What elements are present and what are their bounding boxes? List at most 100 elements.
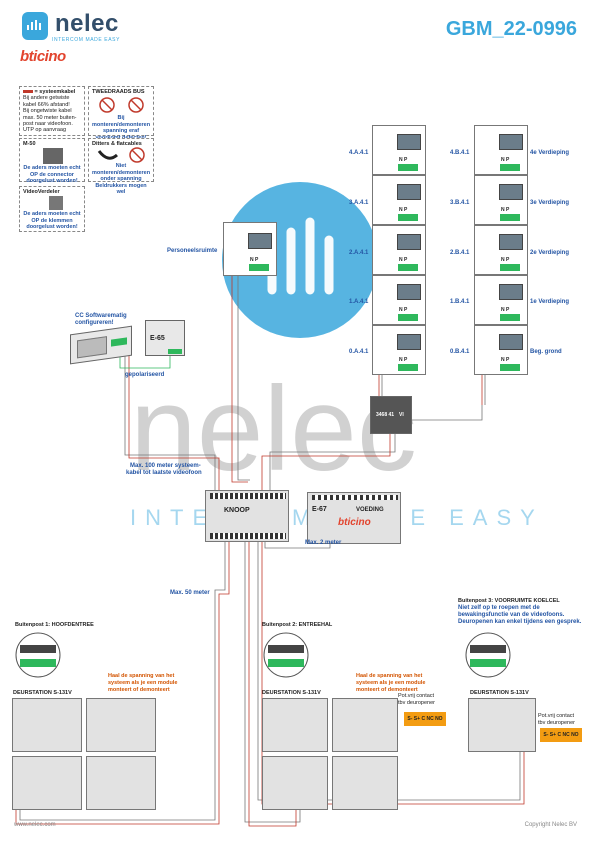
videophone-unit: N P	[372, 175, 426, 225]
door-station-module	[262, 698, 328, 752]
station-label: DEURSTATION S-131V	[470, 690, 529, 696]
floor-level-label: Beg. grond	[530, 349, 562, 355]
videophone-screen	[248, 233, 272, 249]
terminal-block	[111, 337, 127, 347]
videophone-unit: N P	[474, 325, 528, 375]
warn-text: monteert of demonteert	[356, 687, 418, 693]
brand-tagline: INTERCOM MADE EASY	[52, 37, 121, 43]
videophone-unit: N P	[223, 222, 277, 276]
apartment-label: 0.B.4.1	[450, 349, 470, 355]
door-station-module	[468, 698, 536, 752]
station-label: DEURSTATION S-131V	[262, 690, 321, 696]
cable-note: = systeemkabel Bij andere getwiste kabel…	[19, 86, 85, 136]
station-label: DEURSTATION S-131V	[13, 690, 72, 696]
footer-url: www.nelec.com	[14, 822, 56, 828]
videophone-screen	[397, 334, 421, 350]
buitenpost-title: Buitenpost 3: VOORRUIMTE KOELCEL	[458, 598, 560, 604]
terminal-block	[398, 314, 418, 321]
videophone-screen	[397, 284, 421, 300]
terminal-block	[500, 164, 520, 171]
videophone-screen	[499, 234, 523, 250]
video-distributor: 3468 41 VI	[370, 396, 412, 434]
flatcable-icon	[97, 150, 118, 161]
terminal-block	[500, 214, 520, 221]
apartment-label: 4.B.4.1	[450, 150, 470, 156]
warn-text: monteert of demonteert	[108, 687, 170, 693]
videophone-unit: N P	[474, 275, 528, 325]
footer-copyright: Copyright Nelec BV	[524, 822, 577, 828]
door-station-module	[86, 756, 156, 810]
m50-note: M-50 De aders moeten echt OP de connecto…	[19, 138, 85, 184]
document-id: GBM_22-0996	[445, 18, 577, 40]
videophone-screen	[397, 134, 421, 150]
max2-label: Max. 2 meter	[305, 540, 342, 546]
videophone-unit: N P	[372, 225, 426, 275]
apartment-label: 3.A.4.1	[349, 200, 369, 206]
no-plug-icon	[129, 147, 145, 164]
apartment-label: 2.B.4.1	[450, 250, 470, 256]
videophone-unit: N P	[372, 125, 426, 175]
max100-label: kabel tot laatste videofoon	[126, 470, 202, 476]
terminal-block	[168, 349, 182, 354]
contact-label: tbv deuropener	[398, 700, 435, 706]
floor-level-label: 1e Verdieping	[530, 299, 570, 305]
terminal-block	[398, 264, 418, 271]
cable-swatch-icon	[23, 90, 33, 94]
buitenpost-title: Buitenpost 1: HOOFDENTREE	[15, 622, 94, 628]
apartment-label: 2.A.4.1	[349, 250, 369, 256]
buitenpost-title: Buitenpost 2: ENTREEHAL	[262, 622, 333, 628]
contact-label: tbv deuropener	[538, 720, 575, 726]
terminal-block	[249, 264, 269, 271]
bticino-logo: bticino	[20, 48, 66, 65]
bus-note: TWEEDRAADS BUS Bij monteren/demonteren s…	[88, 86, 154, 141]
relay-terminal: S- S+ C NC NO	[540, 728, 582, 742]
relay-terminal: S- S+ C NC NO	[404, 712, 446, 726]
warn-text: systeem als je een module	[356, 680, 426, 686]
buitenpost-note: bewakingsfunctie van de videofoons.	[458, 612, 565, 618]
floor-level-label: 2e Verdieping	[530, 250, 570, 256]
apartment-label: 4.A.4.1	[349, 150, 369, 156]
clamp-icon	[49, 196, 63, 211]
dipswitch-icon	[15, 632, 61, 678]
door-station-module	[86, 698, 156, 752]
apartment-label: 1.A.4.1	[349, 299, 369, 305]
terminal-block	[398, 164, 418, 171]
terminal-row	[210, 533, 286, 539]
terminal-row	[210, 493, 286, 499]
terminal-row	[312, 495, 398, 500]
terminal-block	[398, 214, 418, 221]
contact-label: Pot.vrij contact	[398, 693, 435, 699]
cc-label: CC Softwarematig	[75, 313, 127, 319]
warn-text: Haal de spanning van het	[356, 673, 423, 679]
max50-label: Max. 50 meter	[170, 590, 210, 596]
gepolariseerd-label: gepolariseerd	[125, 372, 165, 378]
e67-voeding-module: E-67 VOEDING bticino	[307, 492, 401, 544]
terminal-block	[500, 364, 520, 371]
videophone-unit: N P	[372, 325, 426, 375]
dipswitch-icon	[263, 632, 309, 678]
door-station-module	[12, 698, 82, 752]
terminal-block	[398, 364, 418, 371]
videophone-unit: N P	[474, 125, 528, 175]
videophone-unit: N P	[474, 225, 528, 275]
svg-text:nelec: nelec	[130, 362, 417, 496]
cc-label: configureren!	[75, 320, 114, 326]
contact-label: Pot.vrij contact	[538, 713, 575, 719]
door-station-module	[332, 756, 398, 810]
no-plug-icon	[127, 97, 144, 114]
videophone-screen	[499, 184, 523, 200]
logo-wave-icon	[26, 18, 44, 32]
e65-module: E-65	[145, 320, 185, 356]
videophone-unit: N P	[474, 175, 528, 225]
terminal-block	[500, 264, 520, 271]
videophone-screen	[499, 334, 523, 350]
buitenpost-note: Deuropenen kan enkel tijdens een gesprek…	[458, 619, 582, 625]
floor-level-label: 3e Verdieping	[530, 200, 570, 206]
buitenpost-note: Niet zelf op te roepen met de	[458, 605, 540, 611]
brand-name: nelec	[55, 10, 119, 37]
dipswitch-icon	[465, 632, 511, 678]
ditters-note: Ditters & flatcables Niet monteren/demon…	[88, 138, 154, 195]
floor-level-label: 4e Verdieping	[530, 150, 570, 156]
apartment-label: 0.A.4.1	[349, 349, 369, 355]
